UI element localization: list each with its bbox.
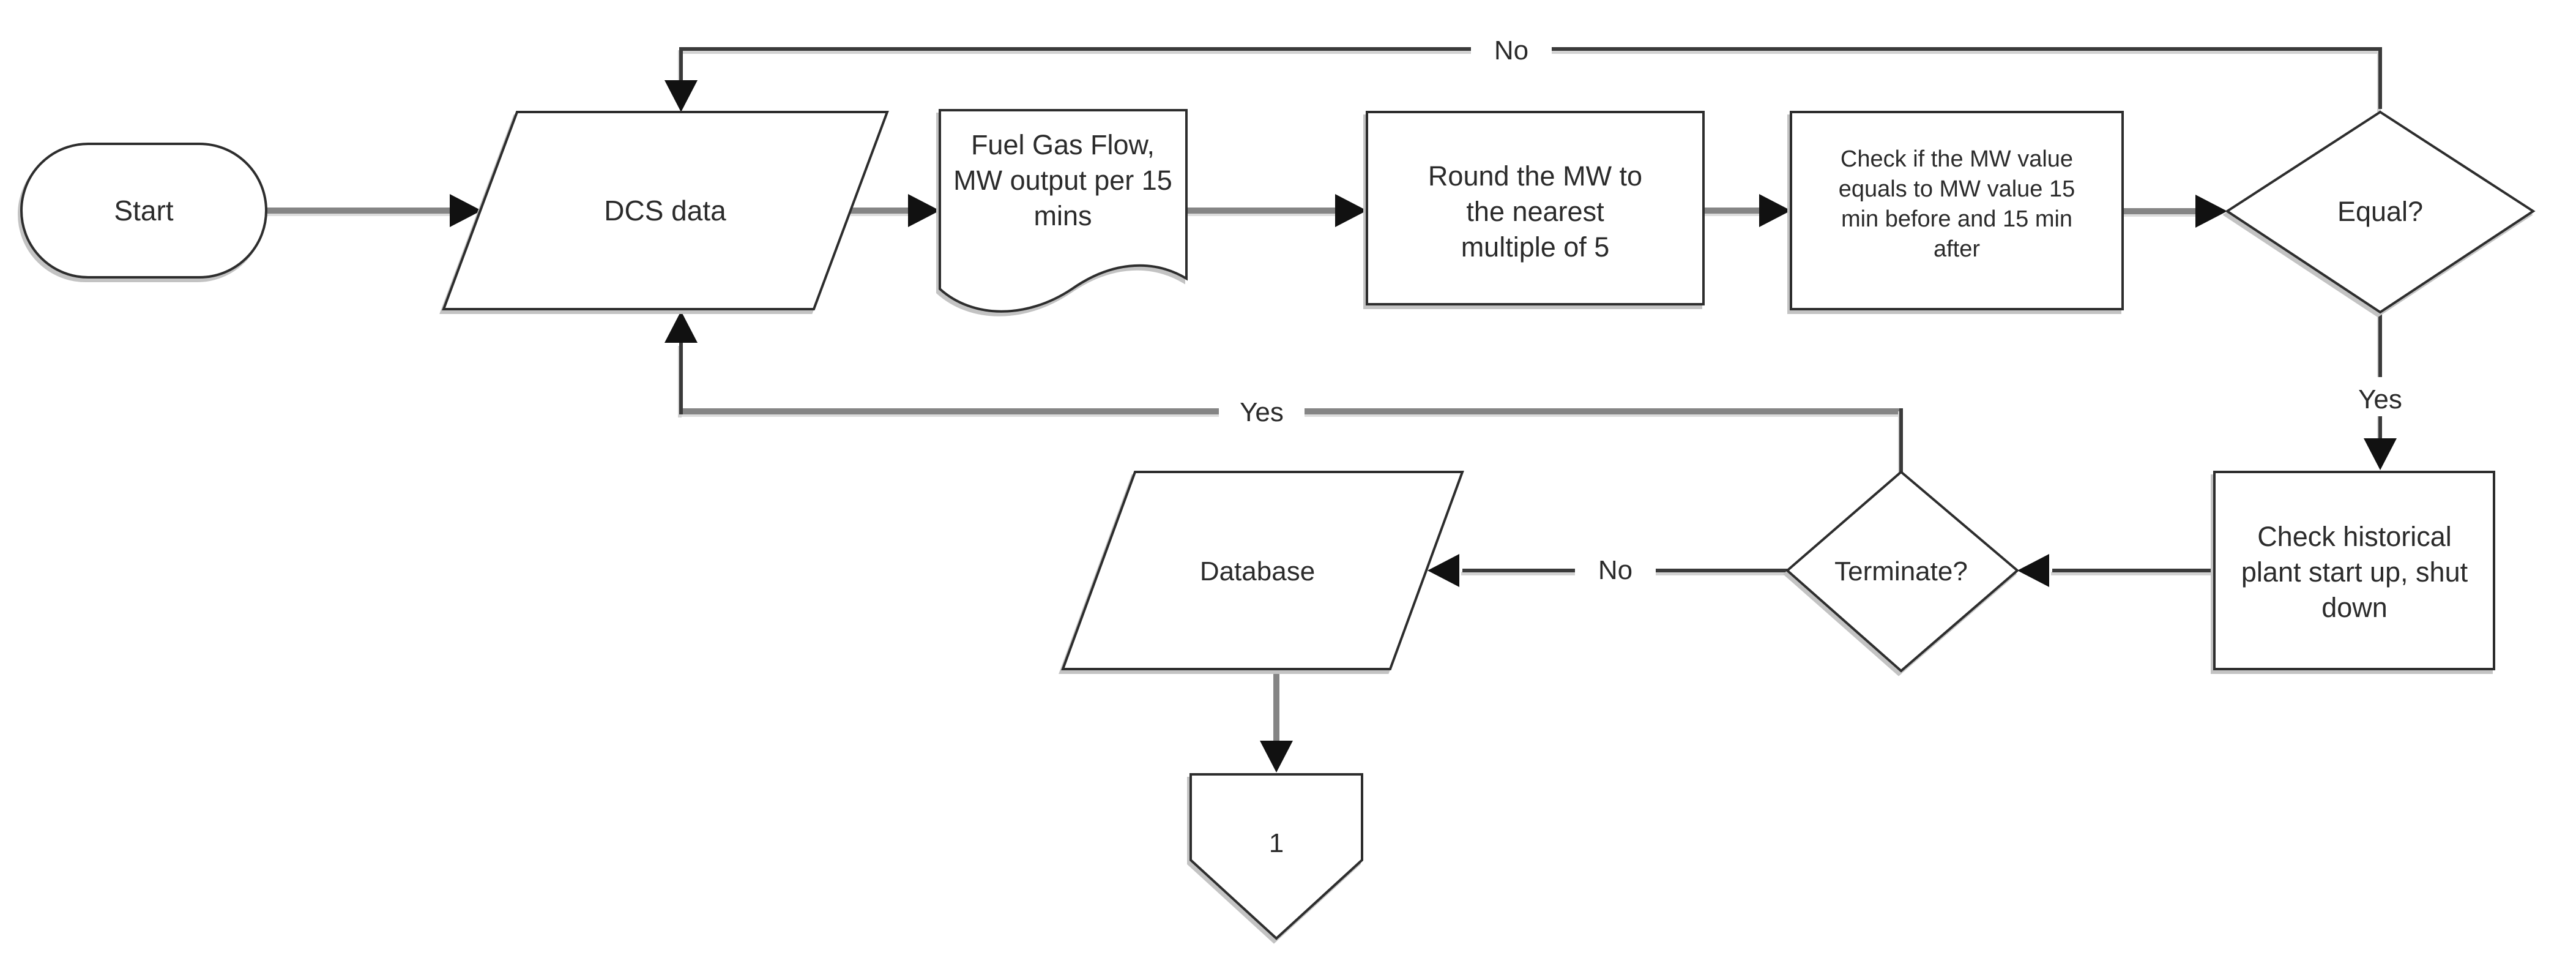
arrowhead-into-equal bbox=[2195, 195, 2227, 228]
database-label: Database bbox=[1200, 556, 1315, 586]
arrowhead-into-database bbox=[1428, 554, 1459, 587]
terminate-decision-shape bbox=[1785, 470, 2020, 673]
arrowhead-into-dcs-top bbox=[664, 80, 698, 112]
equal-decision-shape bbox=[2225, 110, 2536, 314]
check-mw-process-shape bbox=[1790, 111, 2124, 310]
labels-layer: Start DCS data Fuel Gas Flow, MW output … bbox=[114, 36, 2468, 858]
check-historical-label-line3: down bbox=[2321, 592, 2388, 623]
terminate-label: Terminate? bbox=[1834, 556, 1968, 586]
round-mw-process-shape bbox=[1366, 111, 1705, 305]
check-mw-label-line1: Check if the MW value bbox=[1841, 146, 2073, 172]
arrowhead-into-fuel bbox=[908, 194, 940, 227]
arrowheads-layer bbox=[450, 80, 2397, 773]
dcs-data-parallelogram-shape bbox=[442, 111, 889, 310]
check-mw-label-line2: equals to MW value 15 bbox=[1839, 176, 2075, 202]
arrowhead-into-dcs-left bbox=[450, 194, 482, 227]
check-mw-label-line4: after bbox=[1934, 236, 1980, 262]
check-mw-label: Check if the MW value equals to MW value… bbox=[1839, 146, 2075, 262]
equal-no-label-bg bbox=[1471, 31, 1552, 69]
check-historical-label: Check historical plant start up, shut do… bbox=[2241, 521, 2468, 623]
check-historical-process-shape bbox=[2213, 471, 2495, 670]
arrowhead-into-round bbox=[1335, 194, 1367, 227]
offpage-connector-label: 1 bbox=[1269, 828, 1284, 858]
equal-yes-edge-label: Yes bbox=[2358, 384, 2402, 414]
check-historical-label-line2: plant start up, shut bbox=[2241, 556, 2468, 588]
fuel-gas-flow-document-shape bbox=[939, 109, 1188, 313]
check-mw-label-line3: min before and 15 min bbox=[1841, 206, 2072, 232]
arrowhead-into-historical bbox=[2364, 438, 2397, 470]
fuel-gas-flow-label-line2: MW output per 15 bbox=[953, 165, 1172, 196]
edge-label-backgrounds bbox=[1219, 31, 2423, 589]
fuel-gas-flow-label-line3: mins bbox=[1033, 200, 1092, 231]
equal-yes-label-bg bbox=[2337, 377, 2423, 416]
arrowhead-into-check bbox=[1759, 194, 1791, 227]
arrowhead-into-terminate bbox=[2017, 554, 2049, 587]
round-mw-label: Round the MW to the nearest multiple of … bbox=[1428, 160, 1642, 263]
round-mw-label-line2: the nearest bbox=[1466, 196, 1604, 227]
offpage-connector-shape bbox=[1189, 773, 1363, 940]
shapes-layer bbox=[20, 109, 2536, 940]
arrowhead-into-offpage bbox=[1260, 741, 1293, 773]
equal-label: Equal? bbox=[2337, 196, 2423, 227]
start-terminator-shape bbox=[20, 143, 267, 279]
terminate-no-edge-label: No bbox=[1598, 555, 1632, 585]
fuel-gas-flow-label: Fuel Gas Flow, MW output per 15 mins bbox=[953, 129, 1172, 231]
round-mw-label-line3: multiple of 5 bbox=[1461, 231, 1610, 263]
round-mw-label-line1: Round the MW to bbox=[1428, 160, 1642, 192]
arrowhead-into-dcs-bottom bbox=[664, 311, 698, 343]
terminate-no-label-bg bbox=[1575, 550, 1656, 589]
start-label: Start bbox=[114, 195, 173, 226]
terminate-yes-label-bg bbox=[1219, 392, 1305, 431]
fuel-gas-flow-label-line1: Fuel Gas Flow, bbox=[971, 129, 1155, 160]
terminate-yes-edge-label: Yes bbox=[1240, 397, 1284, 427]
equal-no-edge-label: No bbox=[1494, 36, 1528, 65]
dcs-data-label: DCS data bbox=[604, 195, 726, 226]
database-parallelogram-shape bbox=[1061, 471, 1464, 670]
check-historical-label-line1: Check historical bbox=[2257, 521, 2452, 552]
